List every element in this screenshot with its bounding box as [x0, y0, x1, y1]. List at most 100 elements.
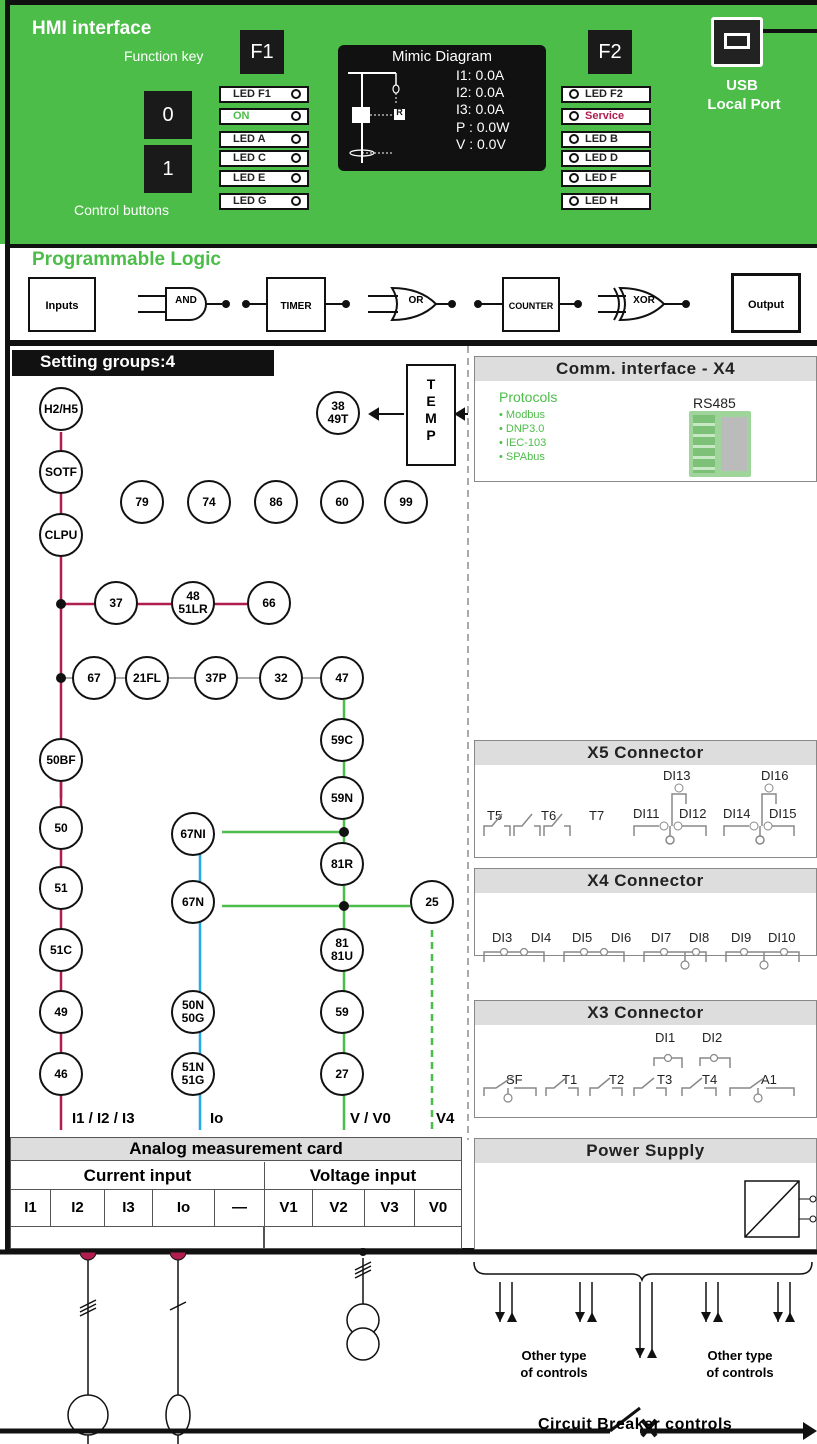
logic-output-box: Output: [731, 273, 801, 333]
rs485-label: RS485: [693, 395, 736, 411]
led-label: LED C: [233, 152, 266, 165]
led-left-1: LED F1: [219, 86, 309, 103]
protocol-modbus: • Modbus: [499, 409, 545, 421]
x3-title: X3 Connector: [475, 1001, 816, 1025]
node-label: 51LR: [178, 603, 207, 616]
mimic-i1: I1: 0.0A: [456, 67, 504, 83]
comm-interface-panel: Comm. interface - X4 Protocols • Modbus …: [474, 356, 817, 482]
led-indicator-icon: [291, 196, 301, 206]
bus-label-v4: V4: [436, 1110, 454, 1127]
led-label: LED F: [585, 172, 617, 185]
power-supply-title: Power Supply: [475, 1139, 816, 1163]
node-n60: 60: [320, 480, 364, 524]
mimic-v: V : 0.0V: [456, 136, 506, 152]
xor-gate-label: XOR: [624, 295, 664, 306]
node-n51: 51: [39, 866, 83, 910]
logic-inputs-box: Inputs: [28, 277, 96, 332]
cell-v3: V3: [365, 1190, 415, 1226]
bus-label-io: Io: [210, 1110, 223, 1127]
x3-di1: DI1: [655, 1030, 675, 1045]
current-input-header: Current input: [11, 1162, 265, 1190]
amc-bottom-divider: [263, 1226, 265, 1248]
led-right-2: Service: [561, 108, 651, 125]
x4-title: X4 Connector: [475, 869, 816, 893]
node-label: 49T: [328, 413, 349, 426]
voltage-input-header: Voltage input: [265, 1162, 461, 1190]
led-label: LED H: [585, 195, 618, 208]
led-indicator-icon: [291, 111, 301, 121]
led-label: LED G: [233, 195, 267, 208]
other-controls-1-line1: Other type: [514, 1348, 594, 1363]
control-button-1[interactable]: 1: [144, 145, 192, 193]
f1-key[interactable]: F1: [240, 30, 284, 74]
mimic-i3: I3: 0.0A: [456, 101, 504, 117]
analog-cells-row: I1 I2 I3 Io — V1 V2 V3 V0: [11, 1190, 461, 1227]
cell-io: Io: [153, 1190, 215, 1226]
temp-letter-p: P: [408, 427, 454, 444]
usb-label: USB: [722, 77, 762, 94]
other-controls-1-line2: of controls: [514, 1365, 594, 1380]
node-n37: 37: [94, 581, 138, 625]
protocols-label: Protocols: [499, 389, 557, 405]
led-indicator-icon: [569, 134, 579, 144]
led-label: LED B: [585, 133, 618, 146]
cell-i2: I2: [51, 1190, 105, 1226]
control-buttons-label: Control buttons: [74, 202, 169, 218]
led-label: LED A: [233, 133, 266, 146]
x4-contacts: [474, 940, 817, 976]
led-indicator-icon: [291, 173, 301, 183]
node-label: 81U: [331, 950, 353, 963]
node-n21fl: 21FL: [125, 656, 169, 700]
mimic-i2: I2: 0.0A: [456, 84, 504, 100]
x3-contacts: [474, 1046, 817, 1106]
temp-box: T E M P: [406, 364, 456, 466]
node-n79: 79: [120, 480, 164, 524]
node-sotf: SOTF: [39, 450, 83, 494]
led-indicator-icon: [291, 134, 301, 144]
node-n50bf: 50BF: [39, 738, 83, 782]
cell-v2: V2: [313, 1190, 365, 1226]
node-n74: 74: [187, 480, 231, 524]
power-converter-icon: [743, 1175, 817, 1245]
mimic-breaker-tag: R: [394, 107, 405, 117]
led-left-6: LED G: [219, 193, 309, 210]
led-indicator-icon: [569, 153, 579, 163]
node-n59c: 59C: [320, 718, 364, 762]
node-n49: 49: [39, 990, 83, 1034]
analog-card-title: Analog measurement card: [11, 1138, 461, 1161]
control-button-0[interactable]: 0: [144, 91, 192, 139]
node-label: 50G: [182, 1012, 205, 1025]
led-left-5: LED E: [219, 170, 309, 187]
or-gate-label: OR: [398, 295, 434, 306]
node-n59n: 59N: [320, 776, 364, 820]
node-clpu: CLPU: [39, 513, 83, 557]
mimic-p: P : 0.0W: [456, 119, 509, 135]
node-n66: 66: [247, 581, 291, 625]
node-n50: 50: [39, 806, 83, 850]
node-n59: 59: [320, 990, 364, 1034]
function-key-label: Function key: [124, 48, 203, 64]
led-left-4: LED C: [219, 150, 309, 167]
x5-title: X5 Connector: [475, 741, 816, 765]
led-indicator-icon: [569, 111, 579, 121]
led-left-2: ON: [219, 108, 309, 125]
led-label: LED E: [233, 172, 265, 185]
temp-letter-m: M: [408, 410, 454, 427]
usb-icon[interactable]: [711, 17, 763, 67]
bus-label-currents: I1 / I2 / I3: [72, 1110, 135, 1127]
node-n27: 27: [320, 1052, 364, 1096]
f2-key[interactable]: F2: [588, 30, 632, 74]
temp-letter-e: E: [408, 393, 454, 410]
node-n46: 46: [39, 1052, 83, 1096]
node-n67n: 67N: [171, 880, 215, 924]
led-indicator-icon: [569, 196, 579, 206]
hmi-divider: [5, 244, 817, 248]
led-indicator-icon: [291, 153, 301, 163]
hmi-title: HMI interface: [32, 18, 151, 40]
x5-contacts: [474, 780, 817, 850]
cell-i3: I3: [105, 1190, 153, 1226]
led-left-3: LED A: [219, 131, 309, 148]
